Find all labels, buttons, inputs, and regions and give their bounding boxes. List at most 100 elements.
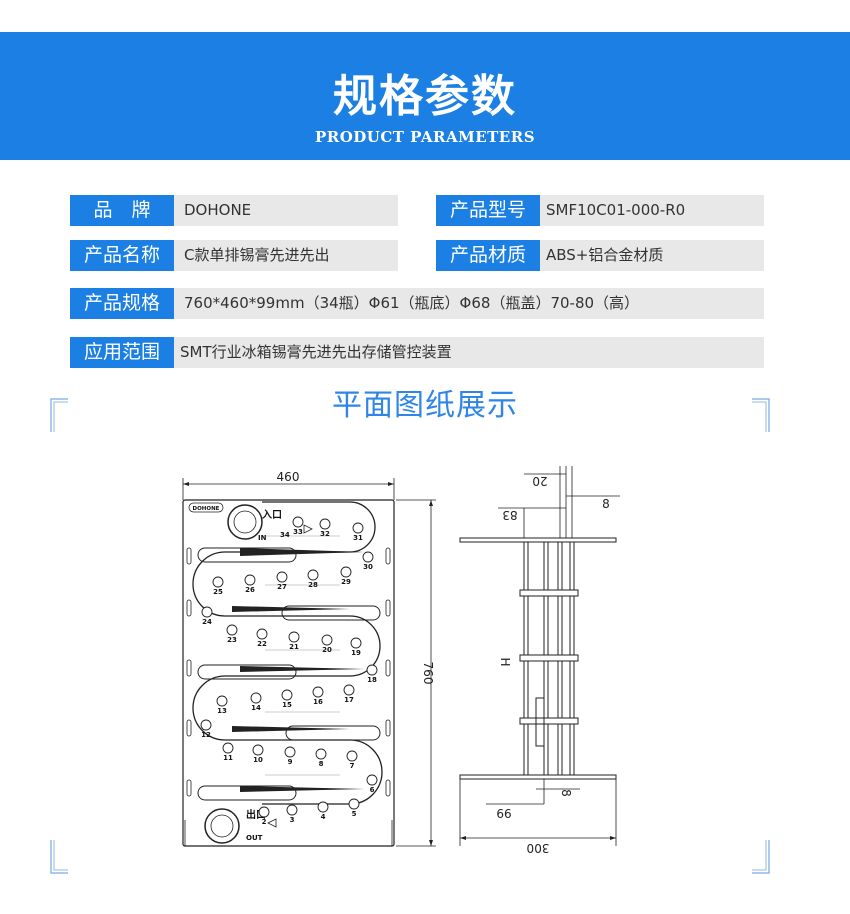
entry-label-en: IN bbox=[258, 534, 267, 542]
spec-value-usage: SMT行业冰箱锡膏先进先出存储管控装置 bbox=[180, 343, 452, 361]
slot-label: 4 bbox=[321, 813, 326, 821]
exit-label-en: OUT bbox=[246, 834, 263, 842]
bottle-slot-circle bbox=[256, 628, 268, 640]
slot-label: 25 bbox=[213, 588, 223, 596]
bottle-slot-circle bbox=[346, 750, 358, 762]
side-dim-8-top: 8 bbox=[602, 497, 610, 511]
slot-label: 6 bbox=[370, 786, 375, 794]
bottle-slot-circle bbox=[226, 624, 238, 636]
slot-label: 31 bbox=[353, 534, 363, 542]
bottle-slot-circle bbox=[276, 571, 288, 583]
spec-value-size: 760*460*99mm（34瓶）Φ61（瓶底）Φ68（瓶盖）70-80（高） bbox=[184, 294, 640, 312]
corner-bracket-bottom-right bbox=[752, 840, 770, 874]
slot-label: 15 bbox=[282, 701, 292, 709]
spec-value-material: ABS+铝合金材质 bbox=[546, 246, 664, 264]
corner-bracket-top-left bbox=[50, 398, 68, 432]
slot-label: 17 bbox=[344, 696, 354, 704]
slot-label: 3 bbox=[290, 816, 295, 824]
technical-drawing: 460 760 bbox=[182, 466, 620, 855]
slot-label: 16 bbox=[313, 698, 323, 706]
spec-value-name: C款单排锡膏先进先出 bbox=[184, 246, 330, 264]
spec-label-size: 产品规格 bbox=[70, 288, 174, 319]
page-title: 规格参数 bbox=[333, 71, 517, 122]
bottle-slot-circle bbox=[286, 804, 298, 816]
bottle-slot-circle bbox=[292, 516, 304, 528]
spec-label-name: 产品名称 bbox=[70, 240, 174, 271]
side-dim-83: 83 bbox=[502, 508, 517, 522]
bottle-slot-circle bbox=[200, 719, 212, 731]
slot-label: 32 bbox=[320, 530, 330, 538]
slot-label: 7 bbox=[350, 762, 355, 770]
bottle-slot-circle bbox=[258, 806, 270, 818]
bottle-slot-circle bbox=[352, 522, 364, 534]
header-banner: 规格参数 PRODUCT PARAMETERS bbox=[0, 32, 850, 160]
slot-label: 27 bbox=[277, 583, 287, 591]
logo-text: DOHONE bbox=[193, 506, 220, 512]
slot-label: 9 bbox=[288, 758, 293, 766]
bottle-slot-circle bbox=[222, 742, 234, 754]
side-dim-8-bottom: 8 bbox=[559, 789, 573, 797]
bottle-slot-circle bbox=[340, 566, 352, 578]
spec-row-usage: 应用范围 SMT行业冰箱锡膏先进先出存储管控装置 bbox=[70, 337, 764, 368]
slot-label: 30 bbox=[363, 563, 373, 571]
spec-row-name: 产品名称 C款单排锡膏先进先出 bbox=[70, 240, 398, 271]
bottle-slot-circle bbox=[362, 551, 374, 563]
slot-label: 19 bbox=[351, 649, 361, 657]
side-dim-300: 300 bbox=[527, 841, 550, 855]
slot-label: 24 bbox=[202, 618, 212, 626]
side-dim-66: 66 bbox=[496, 807, 511, 821]
section-title: 平面图纸展示 bbox=[332, 388, 518, 423]
bottle-slot-circle bbox=[317, 801, 329, 813]
slot-label: 34 bbox=[280, 531, 290, 539]
spec-row-size: 产品规格 760*460*99mm（34瓶）Φ61（瓶底）Φ68（瓶盖）70-8… bbox=[70, 288, 764, 319]
slot-label: 26 bbox=[245, 586, 255, 594]
spec-label-usage: 应用范围 bbox=[70, 337, 174, 368]
bottle-slot-circle bbox=[321, 634, 333, 646]
bottle-slot-circle bbox=[284, 746, 296, 758]
spec-label-material: 产品材质 bbox=[436, 240, 540, 271]
bottle-slot-circle bbox=[288, 631, 300, 643]
slot-label: 18 bbox=[367, 676, 377, 684]
bottle-slot-circle bbox=[348, 798, 360, 810]
spec-value-brand: DOHONE bbox=[184, 201, 252, 219]
entry-arrow-icon bbox=[303, 524, 313, 534]
front-width-dim: 460 bbox=[277, 470, 300, 484]
corner-bracket-bottom-left bbox=[50, 840, 68, 874]
slot-label: 29 bbox=[341, 578, 351, 586]
entry-label-cn: 入口 bbox=[262, 509, 282, 521]
bottle-slot-circle bbox=[350, 637, 362, 649]
slot-label: 5 bbox=[352, 810, 357, 818]
dohone-logo bbox=[188, 502, 224, 513]
spec-value-model: SMF10C01-000-R0 bbox=[546, 201, 686, 219]
spec-row-material: 产品材质 ABS+铝合金材质 bbox=[436, 240, 764, 271]
slot-label: 28 bbox=[308, 581, 318, 589]
bottle-slot-circle bbox=[250, 692, 262, 704]
bottle-slot-circle bbox=[201, 606, 213, 618]
side-view: 20 8 83 H 300 66 bbox=[459, 466, 620, 855]
spec-row-brand: 品 牌 DOHONE bbox=[70, 195, 398, 226]
bottle-slot-circle bbox=[212, 576, 224, 588]
spec-label-model: 产品型号 bbox=[436, 195, 540, 226]
bottle-slot-circle bbox=[315, 748, 327, 760]
bottle-slot-circle bbox=[252, 744, 264, 756]
slot-label: 2 bbox=[262, 818, 267, 826]
slot-label: 22 bbox=[257, 640, 267, 648]
slot-label: 12 bbox=[201, 731, 211, 739]
bottle-slot-circle bbox=[307, 569, 319, 581]
side-dim-20: 20 bbox=[532, 474, 547, 488]
spec-row-model: 产品型号 SMF10C01-000-R0 bbox=[436, 195, 764, 226]
corner-bracket-top-right bbox=[752, 398, 770, 432]
bottle-slot-circle bbox=[216, 695, 228, 707]
slot-label: 14 bbox=[251, 704, 261, 712]
slot-label: 20 bbox=[322, 646, 332, 654]
side-dim-h: H bbox=[498, 657, 512, 666]
front-view: 460 760 bbox=[182, 470, 436, 847]
bottle-slot-circle bbox=[281, 689, 293, 701]
slot-label: 8 bbox=[319, 760, 324, 768]
exit-arrow-icon bbox=[267, 818, 277, 828]
bottle-slot-circle bbox=[366, 774, 378, 786]
slot-label: 10 bbox=[253, 756, 263, 764]
bottle-slot-circle bbox=[244, 574, 256, 586]
front-height-dim: 760 bbox=[421, 662, 435, 685]
